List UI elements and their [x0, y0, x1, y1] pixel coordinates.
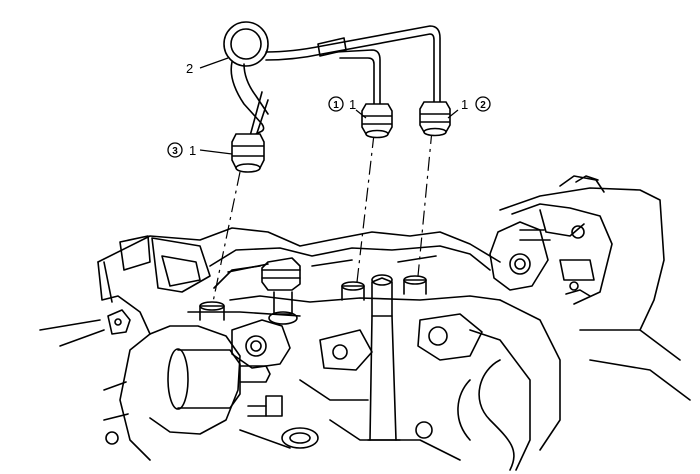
- pipe-fitting-left: [231, 133, 265, 173]
- circle-3-label: 3: [172, 146, 178, 157]
- callout-right-fitting: 1 2: [447, 96, 491, 119]
- callout-left-fitting: 3 1: [167, 142, 233, 158]
- fuel-feed-pipe: [223, 21, 441, 137]
- pipe-fitting-right: [419, 101, 451, 137]
- callout-1-mid-label: 1: [349, 97, 356, 112]
- callout-1-right-label: 1: [461, 97, 468, 112]
- callout-middle-fitting: 1 1: [328, 96, 367, 119]
- callout-1-left-label: 1: [189, 143, 196, 158]
- assembly-guide-lines: [212, 129, 433, 303]
- callout-2: 2: [186, 57, 229, 76]
- pipe-fitting-middle: [361, 103, 393, 139]
- circle-2-label: 2: [480, 100, 486, 111]
- engine-assembly: [39, 175, 691, 471]
- circle-1-label: 1: [333, 100, 339, 111]
- callout-2-label: 2: [186, 61, 193, 76]
